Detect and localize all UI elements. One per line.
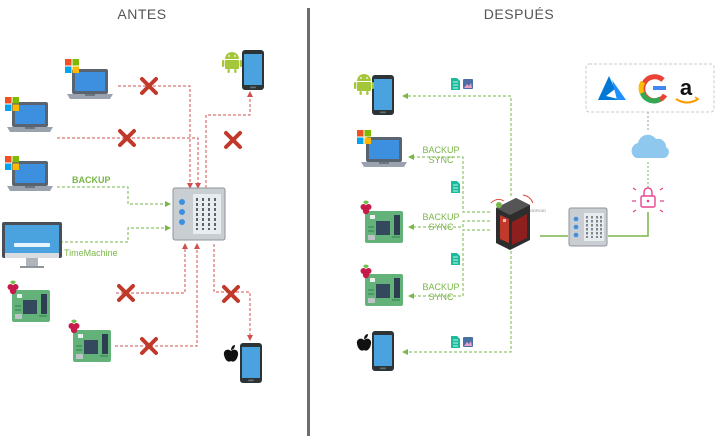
- apple-icon: [356, 334, 372, 351]
- odroid-icon: ODROID: [490, 194, 546, 250]
- cloud-icon: [631, 134, 669, 158]
- laptop-windows-2: [5, 97, 53, 132]
- raspberry-pi-2: [68, 319, 112, 363]
- raspberry-pi-icon: [364, 210, 404, 244]
- nas-icon: [568, 207, 608, 247]
- windows-icon: [65, 59, 79, 73]
- google-icon: [638, 74, 668, 104]
- file-icon: [450, 77, 461, 91]
- label-backup-sync-1-line1: BACKUP: [422, 145, 459, 155]
- phone-icon: [372, 331, 394, 371]
- label-backup-sync-2-line1: BACKUP: [422, 212, 459, 222]
- blocked-cross-icon: [224, 131, 242, 149]
- phone-icon: [372, 75, 394, 115]
- lock-icon: [632, 187, 664, 213]
- divider: [307, 8, 310, 436]
- green-links-after: [402, 93, 512, 355]
- laptop-icon: [67, 69, 113, 99]
- label-backup-sync-3-line1: BACKUP: [422, 282, 459, 292]
- raspberry-pi-after-1: [360, 200, 404, 244]
- apple-phone-before: [223, 343, 262, 383]
- phone-icon: [240, 343, 262, 383]
- android-phone-after: [354, 74, 394, 115]
- android-phone-before: [222, 50, 264, 90]
- svg-text:ODROID: ODROID: [530, 208, 546, 213]
- cloud-providers-box: a: [585, 63, 715, 113]
- green-links-before: [57, 186, 171, 243]
- android-icon: [222, 52, 242, 73]
- title-before: ANTES: [117, 6, 166, 22]
- label-backup-sync-2-line2: SYNC: [428, 222, 454, 232]
- raspberry-pi-icon: [364, 273, 404, 307]
- file-icon: [450, 180, 461, 194]
- solid-links-after: [540, 212, 649, 237]
- apple-icon: [223, 345, 239, 362]
- raspberry-pi-icon: [11, 289, 51, 323]
- laptop-windows-3: [5, 156, 53, 191]
- blocked-cross-icon: [140, 337, 158, 355]
- imac-icon: [2, 222, 62, 268]
- file-icon: [450, 252, 461, 266]
- label-backup-sync-1-line2: SYNC: [428, 155, 454, 165]
- raspberry-pi-1: [7, 280, 51, 323]
- raspberry-pi-icon: [72, 329, 112, 363]
- blocked-cross-icon: [222, 285, 240, 303]
- laptop-windows-after: [357, 130, 407, 167]
- amazon-icon: a: [675, 75, 700, 104]
- apple-phone-after: [356, 331, 394, 371]
- file-icon: [450, 335, 461, 349]
- label-backup: BACKUP: [72, 175, 111, 185]
- title-after: DESPUÉS: [484, 6, 554, 22]
- azure-icon: [598, 76, 626, 100]
- phone-icon: [242, 50, 264, 90]
- image-icon: [463, 337, 473, 347]
- raspberry-pi-after-2: [360, 264, 404, 307]
- android-icon: [354, 74, 374, 95]
- nas-icon: [172, 187, 226, 241]
- label-backup-sync-3-line2: SYNC: [428, 292, 454, 302]
- image-icon: [463, 79, 473, 89]
- laptop-windows-1: [65, 59, 113, 99]
- label-timemachine: TimeMachine: [64, 248, 118, 258]
- svg-text:a: a: [680, 75, 693, 100]
